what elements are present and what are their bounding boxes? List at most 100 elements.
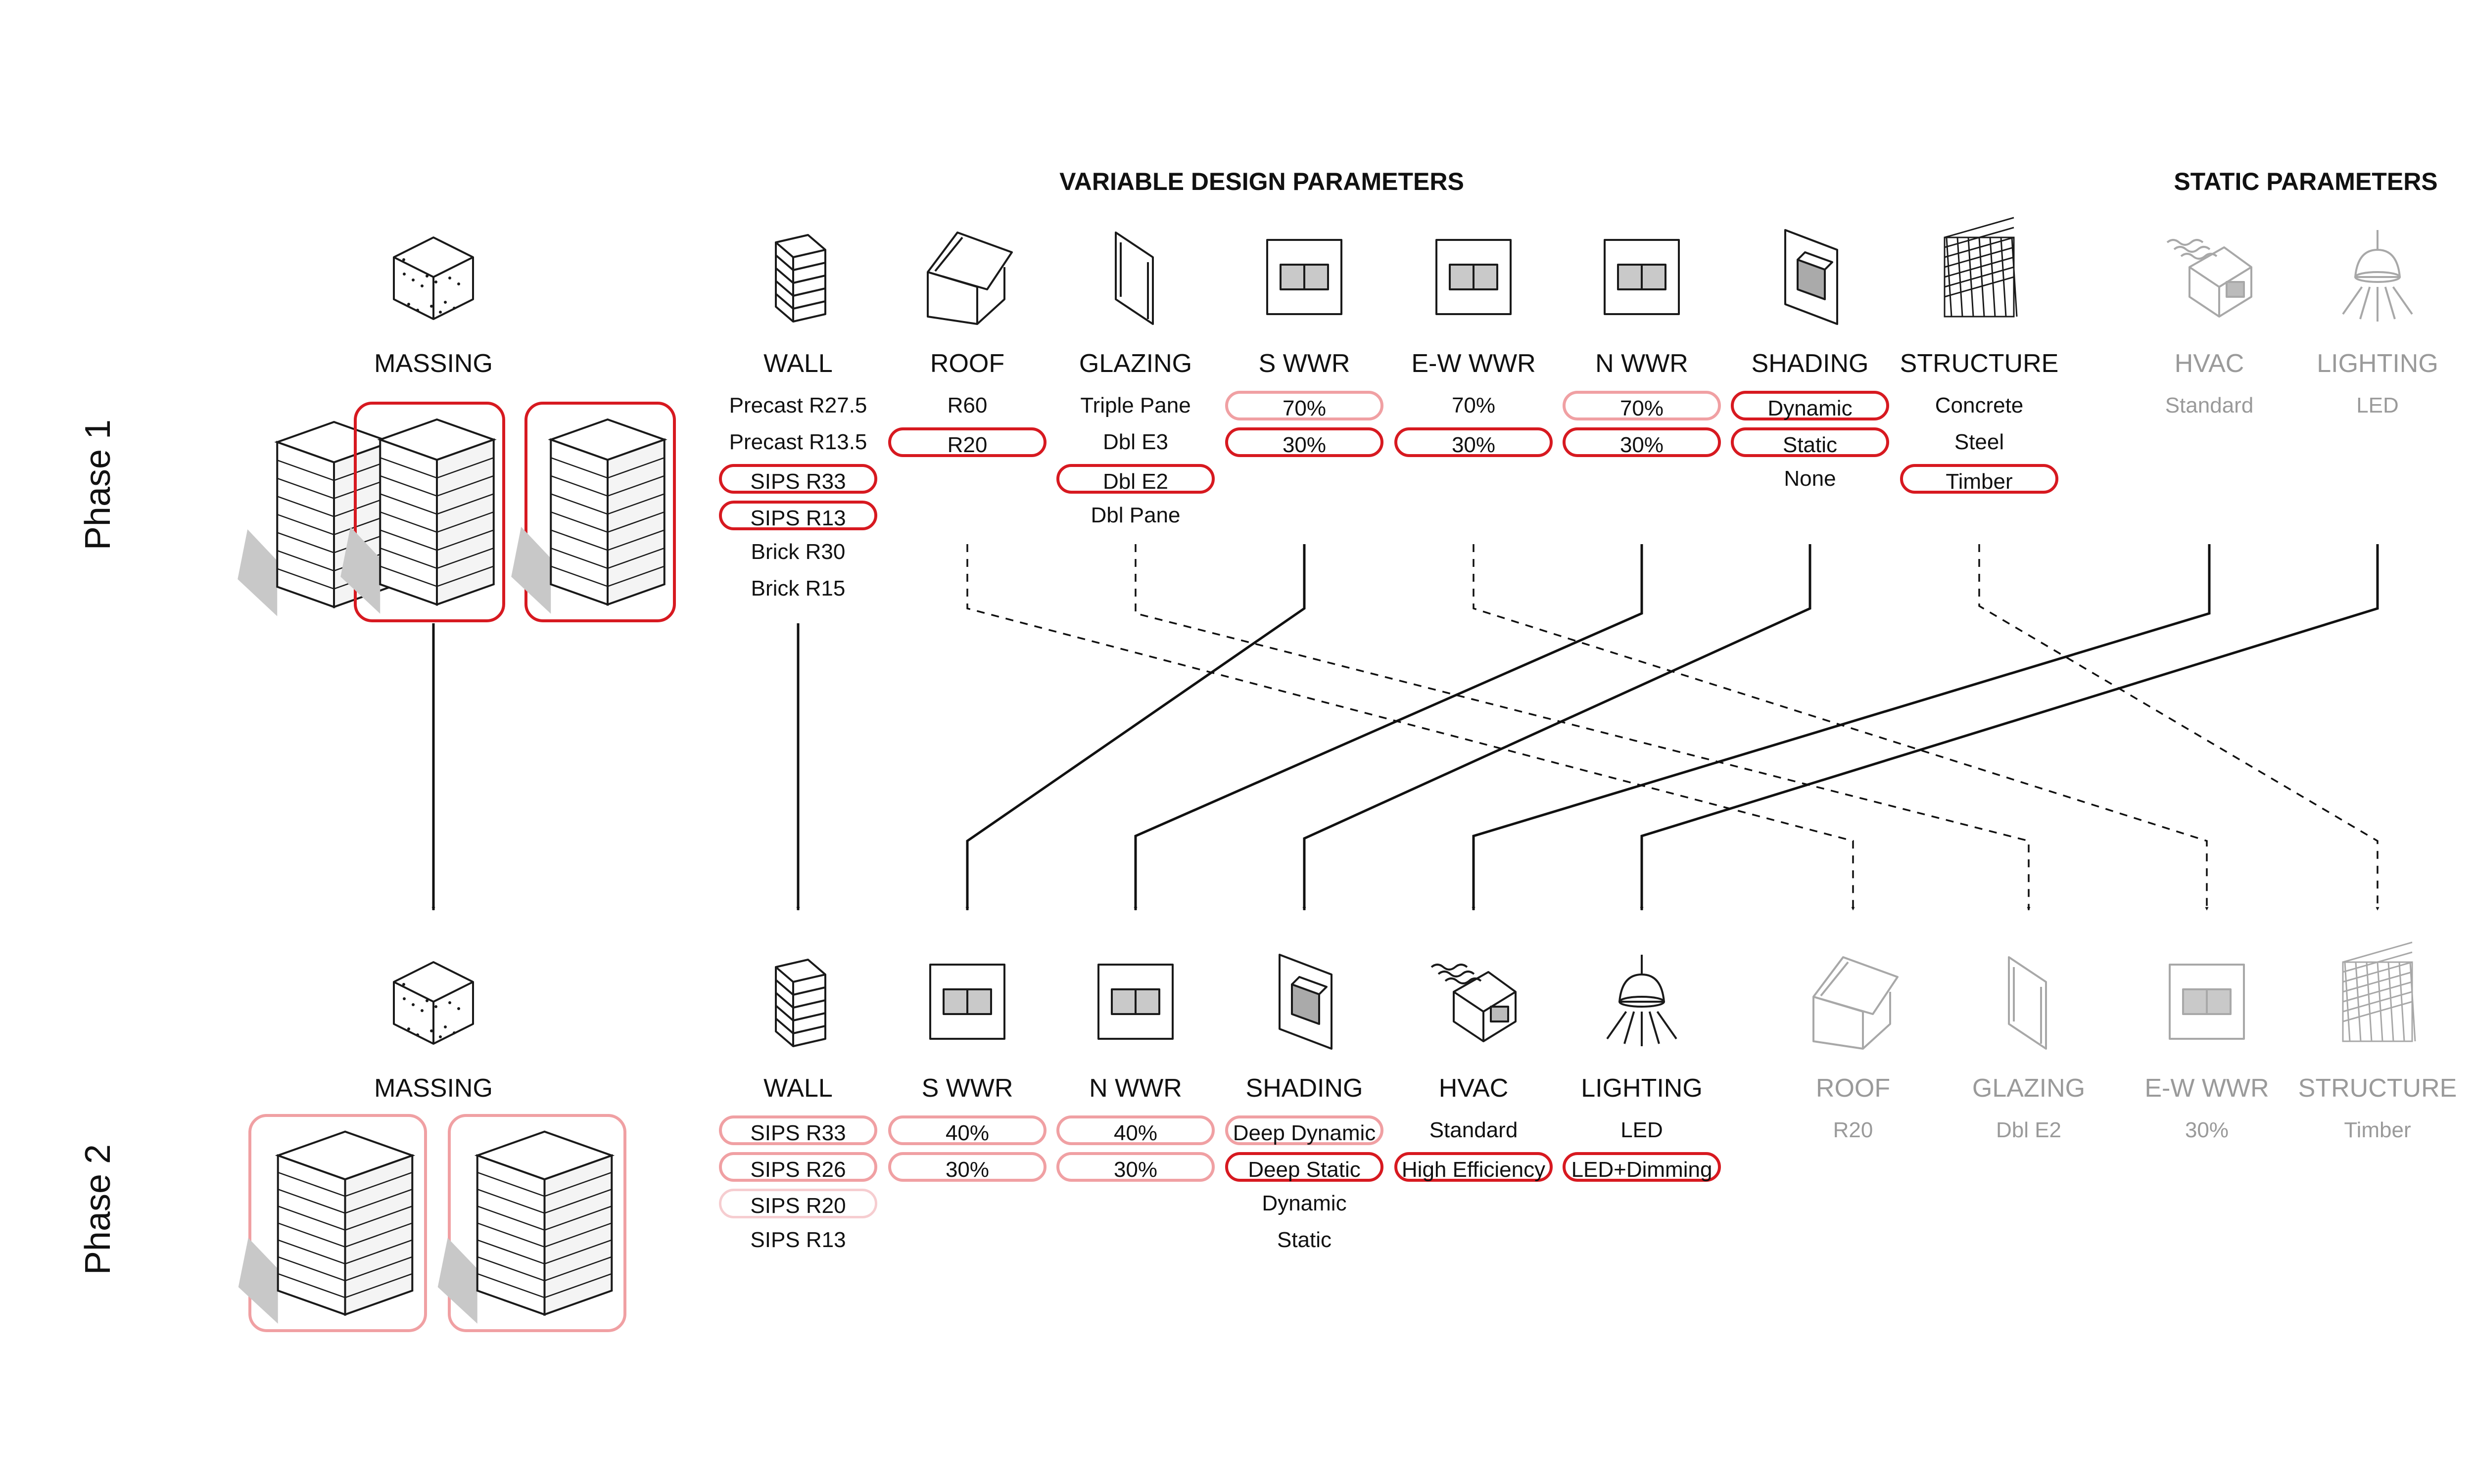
phase2-option-shading-3: Static	[1277, 1228, 1332, 1252]
phase2-option-wall-1: SIPS R26	[719, 1152, 877, 1182]
phase1-massing-option-2	[511, 402, 676, 622]
phase1-title-hvac: HVAC	[2174, 349, 2244, 378]
connection-glazing	[1135, 544, 2031, 911]
phase-2-label: Phase 2	[78, 1144, 118, 1275]
connection-roof	[966, 544, 1855, 911]
phase1-option-shading-1: Static	[1731, 427, 1889, 457]
phase1-option-wall-2: SIPS R33	[719, 464, 877, 494]
window-wall-icon	[1604, 239, 1680, 315]
phase2-option-wall-3: SIPS R13	[750, 1228, 846, 1252]
structure-grid-icon	[1944, 217, 2018, 318]
window-wall-icon	[929, 964, 1005, 1040]
massing-options	[238, 402, 676, 1332]
phase1-title-lighting: LIGHTING	[2317, 349, 2438, 378]
wall-panel-icon	[775, 234, 826, 323]
phase1-option-hvac-0: Standard	[2165, 393, 2254, 417]
phase2-title-ewwwr: E-W WWR	[2144, 1074, 2269, 1103]
phase2-option-swwr-1: 30%	[888, 1152, 1047, 1182]
phase1-option-roof-1: R20	[888, 427, 1047, 457]
phase1-option-roof-0: R60	[947, 393, 988, 417]
section-title-static: STATIC PARAMETERS	[2174, 168, 2438, 195]
phase1-title-massing: MASSING	[374, 349, 493, 378]
phase2-title-shading: SHADING	[1245, 1074, 1363, 1103]
phase1-option-glazing-3: Dbl Pane	[1091, 503, 1181, 527]
phase1-massing-option-1	[340, 402, 505, 622]
connection-shading	[1302, 544, 1811, 911]
window-wall-icon	[1266, 239, 1342, 315]
phase2-option-wall-0: SIPS R33	[719, 1115, 877, 1145]
wall-panel-icon	[775, 959, 826, 1047]
phase2-title-wall: WALL	[763, 1074, 833, 1103]
pendant-lamp-icon	[2342, 230, 2413, 322]
phase2-option-glazing-0: Dbl E2	[1996, 1118, 2062, 1142]
phase1-title-glazing: GLAZING	[1079, 349, 1192, 378]
phase2-option-shading-0: Deep Dynamic	[1225, 1115, 1383, 1145]
phase1-title-ewwwr: E-W WWR	[1411, 349, 1536, 378]
phase1-option-wall-0: Precast R27.5	[729, 393, 867, 417]
phase1-option-swwr-0: 70%	[1225, 391, 1383, 420]
phase1-option-glazing-0: Triple Pane	[1080, 393, 1191, 417]
phase1-option-glazing-1: Dbl E3	[1102, 430, 1169, 454]
phase-1-label: Phase 1	[78, 419, 118, 551]
phase1-title-wall: WALL	[763, 349, 833, 378]
phase2-title-massing: MASSING	[374, 1074, 493, 1103]
phase2-option-nwwr-0: 40%	[1056, 1115, 1215, 1145]
connection-ewwwr	[1473, 544, 2209, 911]
phase1-option-ewwwr-1: 30%	[1394, 427, 1553, 457]
phase1-option-structure-0: Concrete	[1935, 393, 2024, 417]
phase1-option-structure-2: Timber	[1900, 464, 2058, 494]
phase1-title-nwwr: N WWR	[1595, 349, 1688, 378]
phase1-option-shading-2: None	[1784, 466, 1836, 491]
connection-nwwr	[1134, 544, 1643, 911]
phase1-option-wall-4: Brick R30	[751, 540, 846, 564]
phase2-title-nwwr: N WWR	[1089, 1074, 1182, 1103]
hvac-unit-icon	[1430, 964, 1517, 1042]
phase1-option-nwwr-1: 30%	[1563, 427, 1721, 457]
phase1-option-ewwwr-0: 70%	[1451, 393, 1496, 417]
phase2-option-wall-2: SIPS R20	[719, 1189, 877, 1218]
glass-pane-icon	[2008, 956, 2047, 1050]
connection-structure	[1978, 544, 2379, 911]
phase2-option-ewwwr-0: 30%	[2185, 1118, 2229, 1142]
phase2-title-lighting: LIGHTING	[1581, 1074, 1703, 1103]
phase2-title-roof: ROOF	[1815, 1074, 1891, 1103]
phase2-option-shading-2: Dynamic	[1262, 1191, 1347, 1215]
phase1-option-wall-1: Precast R13.5	[729, 430, 867, 454]
house-roof-icon	[1812, 956, 1899, 1050]
phase1-option-wall-5: Brick R15	[751, 576, 846, 601]
section-title-variable: VARIABLE DESIGN PARAMETERS	[1059, 168, 1464, 195]
phase2-option-hvac-1: High Efficiency	[1394, 1152, 1553, 1182]
phase2-title-glazing: GLAZING	[1972, 1074, 2086, 1103]
phase1-option-swwr-1: 30%	[1225, 427, 1383, 457]
phase1-title-roof: ROOF	[930, 349, 1005, 378]
phase2-massing-option-1	[437, 1114, 626, 1332]
phase1-option-shading-0: Dynamic	[1731, 391, 1889, 420]
phase1-title-shading: SHADING	[1751, 349, 1869, 378]
phase1-option-lighting-0: LED	[2356, 393, 2399, 417]
shading-panel-icon	[1279, 954, 1332, 1050]
massing-cube-icon	[393, 961, 474, 1045]
structure-grid-icon	[2342, 941, 2416, 1042]
window-wall-icon	[1435, 239, 1512, 315]
phase1-title-swwr: S WWR	[1258, 349, 1350, 378]
parameter-icons	[393, 217, 2416, 1050]
phase2-option-swwr-0: 40%	[888, 1115, 1047, 1145]
phase2-option-roof-0: R20	[1833, 1118, 1873, 1142]
glass-pane-icon	[1115, 232, 1154, 325]
phase1-option-nwwr-0: 70%	[1563, 391, 1721, 420]
phase2-title-hvac: HVAC	[1438, 1074, 1509, 1103]
massing-cube-icon	[393, 236, 474, 320]
connection-lighting	[1640, 544, 2379, 911]
phase1-title-structure: STRUCTURE	[1900, 349, 2059, 378]
connection-swwr	[965, 544, 1306, 911]
phase2-option-nwwr-1: 30%	[1056, 1152, 1215, 1182]
connection-arrows	[431, 544, 2379, 911]
house-roof-icon	[927, 232, 1013, 325]
phase2-option-hvac-0: Standard	[1429, 1118, 1518, 1142]
phase2-option-structure-0: Timber	[2344, 1118, 2411, 1142]
pendant-lamp-icon	[1606, 955, 1677, 1046]
shading-panel-icon	[1784, 229, 1838, 325]
